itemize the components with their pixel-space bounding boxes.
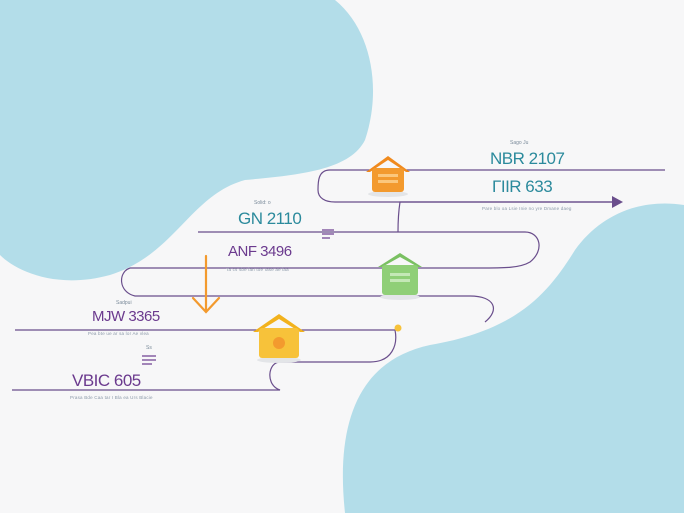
milestone-upper-title: GN 2110 [238,209,302,228]
milestone-bottom-title: VBIC 605 [72,371,141,390]
milestone-upper-subtitle: ANF 3496 [228,243,292,260]
blob-bottom-right [342,203,684,513]
flow-line-2 [397,201,612,233]
flow-line-1 [317,169,665,203]
flow-line-4 [121,267,495,323]
milestone-top-note: Pare blo oa Lsie Inie no yre Dmane daeg [482,206,572,211]
doc-icon [142,229,334,365]
flow-arrow-right [612,196,623,208]
milestone-lower-title: MJW 3365 [92,308,160,325]
milestone-lower-note: Pea bte ue ar sa lor Ae vlea [88,331,149,336]
milestone-top-title: NBR 2107 [490,149,565,168]
flow-line-3 [130,231,540,269]
milestone-bottom-note: Prasa Bde Caa tar I Bla ea Urs Blacie [70,395,153,400]
blob-top-left [0,0,374,281]
flow-line-5 [12,329,397,391]
milestone-top-small-label: Sago Ju [510,140,529,146]
down-arrow-icon [191,254,221,314]
milestone-lower-small-label: Sadpui [116,300,132,306]
milestone-top-subtitle: ΓIIR 633 [492,177,553,196]
green-house-icon [378,253,422,300]
flow-lines [12,169,665,391]
milestone-upper-note: Ta cs sbe lan toe Iase ae laa [226,267,289,272]
milestone-bottom-small-label: Ss [146,345,152,351]
milestone-upper-small-label: Solid: o [254,200,271,206]
orange-house-icon [366,156,410,197]
marker-icon [394,324,402,332]
yellow-house-icon [253,314,305,363]
